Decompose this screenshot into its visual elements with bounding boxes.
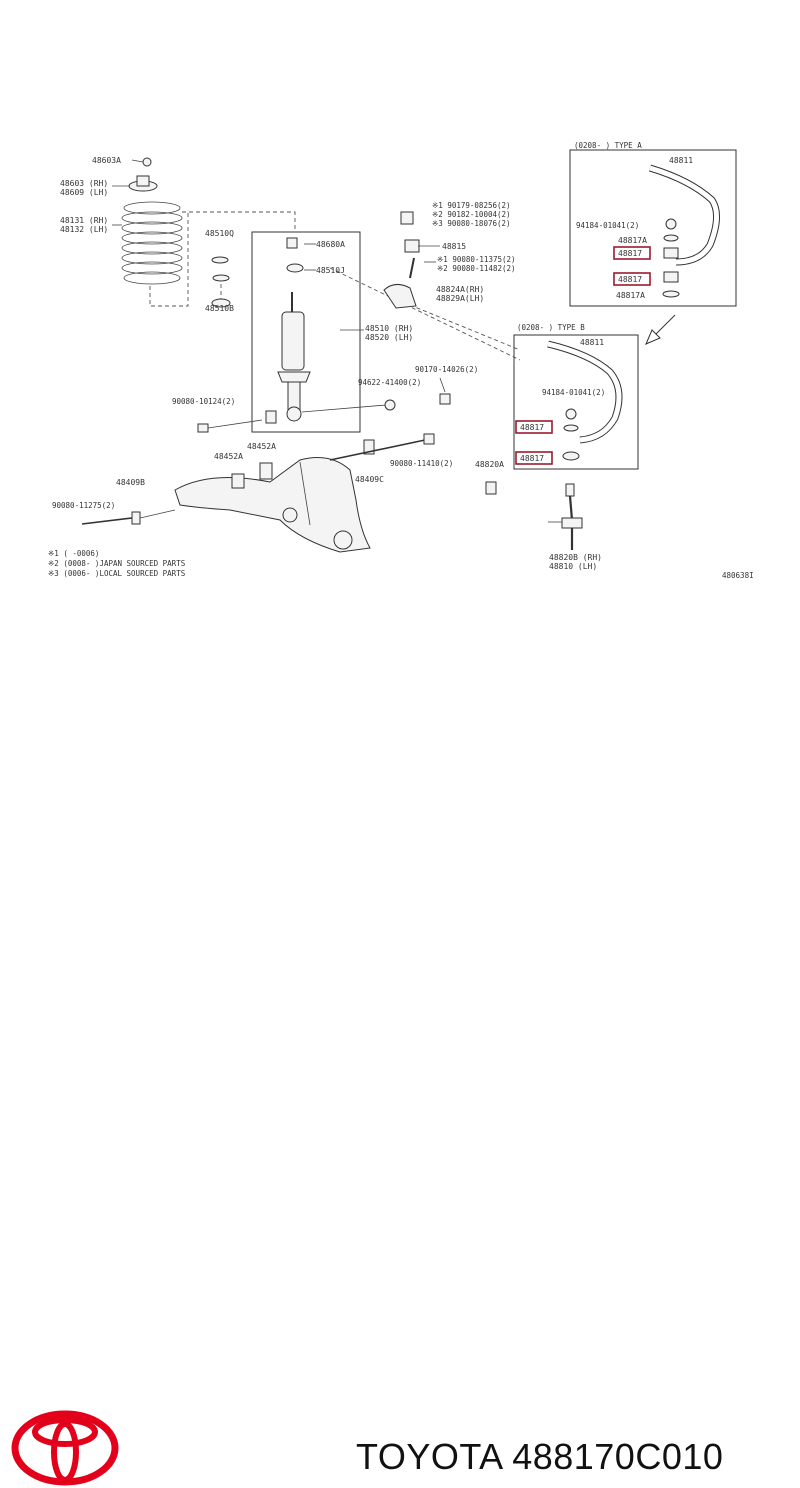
stabilizer-bracket bbox=[383, 211, 440, 309]
type-b-box bbox=[513, 334, 639, 470]
label-b-94184: 94184-01041(2) bbox=[542, 388, 605, 397]
spring-assembly bbox=[112, 157, 183, 285]
label-a-94184: 94184-01041(2) bbox=[576, 221, 639, 230]
exploded-parts-diagram: 48603A 48603 (RH) 48609 (LH) 48131 (RH) … bbox=[48, 141, 754, 580]
shock-bolts bbox=[197, 377, 451, 433]
label-48820B: 48820B (RH) bbox=[549, 553, 602, 562]
label-48132: 48132 (LH) bbox=[60, 225, 108, 234]
lower-control-arm bbox=[81, 433, 435, 553]
label-a-48811: 48811 bbox=[669, 156, 693, 165]
stabilizer-link bbox=[485, 481, 583, 550]
label-48810: 48810 (LH) bbox=[549, 562, 597, 571]
label-48815: 48815 bbox=[442, 242, 466, 251]
diagram-reference: 480638I bbox=[722, 571, 754, 580]
highlight-b-48817-1 bbox=[515, 420, 553, 434]
note-2: ※2 (0008- )JAPAN SOURCED PARTS bbox=[48, 559, 186, 568]
label-b-48817-2: 48817 bbox=[520, 454, 544, 463]
label-a-48817-2: 48817 bbox=[618, 275, 642, 284]
label-48820A: 48820A bbox=[475, 460, 504, 469]
label-48824: 48824A(RH) bbox=[436, 285, 484, 294]
type-a-box bbox=[569, 149, 737, 307]
label-type-a: (0208- ) TYPE A bbox=[574, 141, 642, 150]
label-90080a: ※3 90080-18076(2) bbox=[432, 219, 511, 228]
label-48409B: 48409B bbox=[116, 478, 145, 487]
label-90080f: 90080-11410(2) bbox=[390, 459, 453, 468]
label-48131: 48131 (RH) bbox=[60, 216, 108, 225]
part-number-title: TOYOTA 488170C010 bbox=[356, 1436, 724, 1477]
label-48510B: 48510B bbox=[205, 304, 234, 313]
label-48510Q: 48510Q bbox=[205, 229, 234, 238]
label-90179: ※1 90179-08256(2) bbox=[432, 201, 511, 210]
label-48603: 48603 (RH) bbox=[60, 179, 108, 188]
label-90080d: 90080-10124(2) bbox=[172, 397, 235, 406]
label-90170: 90170-14026(2) bbox=[415, 365, 478, 374]
shock-absorber bbox=[211, 237, 364, 422]
label-48452b: 48452A bbox=[214, 452, 243, 461]
shock-group-box bbox=[251, 231, 361, 433]
label-a-48817A-bottom: 48817A bbox=[616, 291, 645, 300]
stabilizer-bar-a bbox=[648, 164, 720, 298]
label-90080e: 90080-11275(2) bbox=[52, 501, 115, 510]
label-48609: 48609 (LH) bbox=[60, 188, 108, 197]
highlight-a-48817-2 bbox=[613, 272, 651, 286]
label-48510: 48510 (RH) bbox=[365, 324, 413, 333]
label-90080b: ※1 90080-11375(2) bbox=[437, 255, 516, 264]
label-48409C: 48409C bbox=[355, 475, 384, 484]
label-48452a: 48452A bbox=[247, 442, 276, 451]
label-a-48817-1: 48817 bbox=[618, 249, 642, 258]
label-90182: ※2 90182-10004(2) bbox=[432, 210, 511, 219]
label-94622: 94622-41400(2) bbox=[358, 378, 421, 387]
stabilizer-bar-b bbox=[547, 340, 623, 461]
note-3: ※3 (0006- )LOCAL SOURCED PARTS bbox=[48, 569, 186, 578]
label-90080c: ※2 90080-11482(2) bbox=[437, 264, 516, 273]
note-1: ※1 ( -0006) bbox=[48, 549, 99, 558]
label-b-48817-1: 48817 bbox=[520, 423, 544, 432]
label-a-48817A-top: 48817A bbox=[618, 236, 647, 245]
label-48829: 48829A(LH) bbox=[436, 294, 484, 303]
label-b-48811: 48811 bbox=[580, 338, 604, 347]
label-48510J: 48510J bbox=[316, 266, 345, 275]
highlight-a-48817-1 bbox=[613, 246, 651, 260]
label-48520: 48520 (LH) bbox=[365, 333, 413, 342]
highlight-b-48817-2 bbox=[515, 451, 553, 465]
label-48680A: 48680A bbox=[316, 240, 345, 249]
brand-footer: TOYOTA 488170C010 bbox=[0, 700, 800, 1486]
label-type-b: (0208- ) TYPE B bbox=[517, 323, 585, 332]
label-48603A: 48603A bbox=[92, 156, 121, 165]
toyota-logo bbox=[11, 1410, 119, 1486]
